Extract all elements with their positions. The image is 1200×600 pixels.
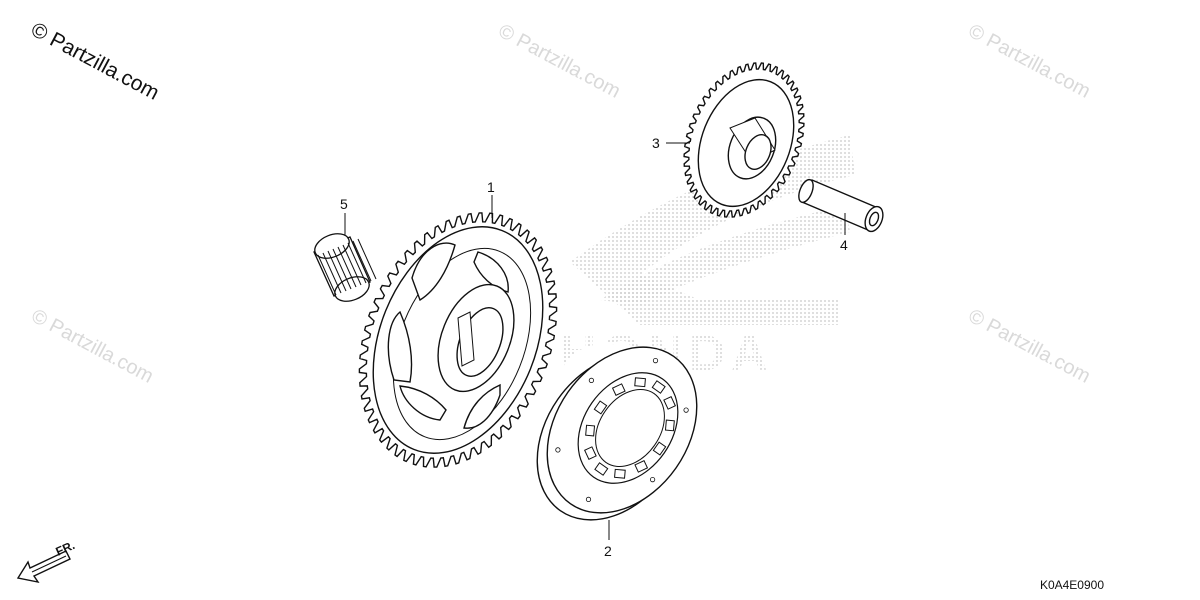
callout-number-2: 2	[604, 543, 612, 559]
bearing-needle	[337, 246, 357, 288]
part-3-starter-idle-gear	[683, 62, 805, 218]
part-5-needle-bearing	[313, 233, 377, 302]
bearing-needle	[322, 252, 342, 294]
clutch-sprag	[583, 446, 597, 460]
clutch-bolt-hole	[585, 496, 592, 502]
bearing-needle	[342, 244, 362, 286]
clutch-sprag	[611, 383, 626, 397]
clutch-sprag	[585, 424, 596, 437]
callout-number-1: 1	[487, 179, 495, 195]
clutch-sprag	[651, 380, 666, 394]
clutch-sprag	[634, 459, 649, 473]
clutch-sprag	[652, 441, 667, 456]
callout-5: 5	[340, 196, 348, 235]
clutch-sprag	[594, 462, 609, 476]
front-direction-label: FR.	[54, 538, 77, 559]
part-1-starter-driven-gear	[358, 212, 558, 468]
part-2-one-way-clutch	[536, 343, 698, 521]
clutch-bolt-hole	[555, 447, 561, 453]
clutch-sprag	[663, 396, 677, 410]
clutch-bolt-hole	[649, 476, 656, 483]
callout-4: 4	[840, 213, 848, 253]
callout-number-5: 5	[340, 196, 348, 212]
clutch-sprag	[664, 419, 675, 432]
callout-3: 3	[652, 135, 690, 151]
clutch-sprag	[634, 377, 646, 388]
clutch-bolt-hole	[588, 377, 595, 383]
bearing-needle	[352, 240, 372, 282]
clutch-sprag	[593, 400, 608, 415]
callout-number-3: 3	[652, 135, 660, 151]
callout-2: 2	[604, 520, 612, 559]
callout-number-4: 4	[840, 237, 848, 253]
bearing-needle	[357, 238, 377, 280]
part-4-idle-gear-shaft	[798, 178, 884, 233]
bearing-needle	[332, 248, 352, 290]
bearing-needle	[317, 254, 337, 296]
clutch-sprag	[614, 468, 626, 479]
callout-1: 1	[487, 179, 495, 218]
diagram-code: K0A4E0900	[1039, 578, 1104, 592]
front-direction-arrow: FR.	[16, 538, 77, 584]
clutch-bolt-hole	[683, 407, 689, 413]
bearing-needle	[327, 250, 347, 292]
clutch-bolt-hole	[652, 357, 659, 364]
bearing-needle	[347, 242, 367, 284]
